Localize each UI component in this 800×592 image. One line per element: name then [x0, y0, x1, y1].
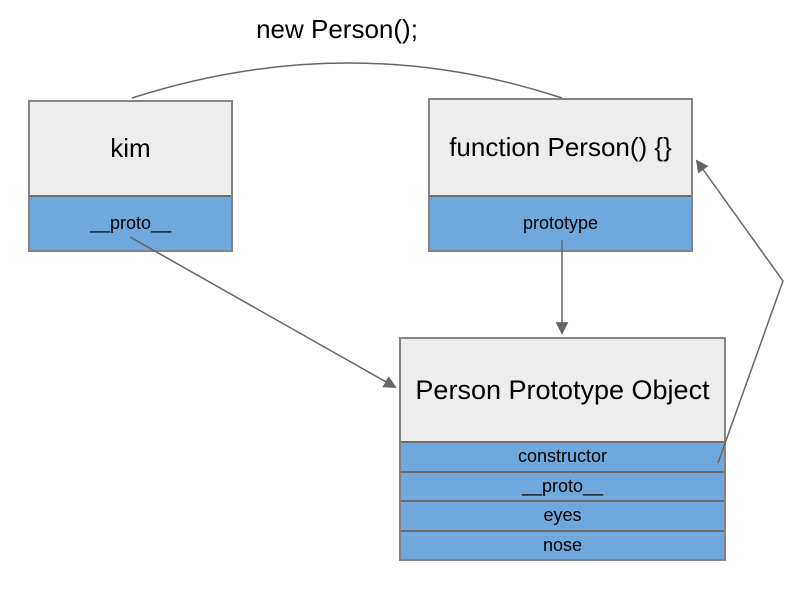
connector-proto-to-prototype-object: [129, 236, 397, 388]
node-person-prototype-object-slot-constructor: constructor: [401, 441, 724, 471]
node-function-person: function Person() {} prototype: [428, 98, 693, 252]
node-kim-slot-proto: __proto__: [30, 195, 231, 250]
node-person-prototype-object-slot-proto: __proto__: [401, 470, 724, 500]
node-function-person-slot-prototype: prototype: [430, 195, 691, 250]
node-kim-title: kim: [110, 133, 151, 163]
new-person-annotation: new Person();: [256, 14, 418, 44]
node-person-prototype-object-title: Person Prototype Object: [415, 374, 710, 405]
node-person-prototype-object-slot-eyes: eyes: [401, 500, 724, 530]
connector-new-person-arc: [131, 62, 563, 99]
node-person-prototype-object: Person Prototype Object constructor __pr…: [399, 337, 726, 561]
node-kim: kim __proto__: [28, 100, 233, 252]
node-person-prototype-object-slot-nose: nose: [401, 529, 724, 559]
node-function-person-title: function Person() {}: [449, 132, 672, 162]
